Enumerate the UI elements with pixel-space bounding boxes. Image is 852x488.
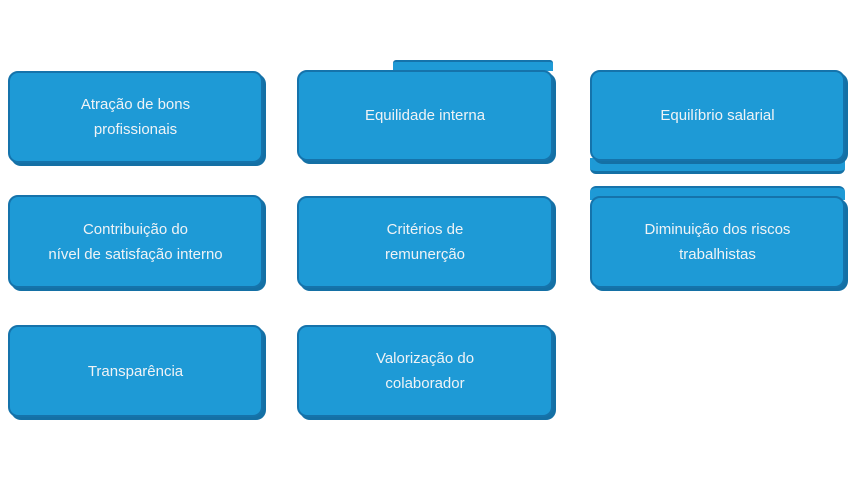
box-text: trabalhistas — [679, 246, 756, 263]
box-contribuicao-nivel-satisfacao: Contribuição do nível de satisfação inte… — [8, 195, 263, 288]
box-equilidade-interna: Equilidade interna — [297, 70, 553, 161]
offset-shape-artifact — [590, 158, 845, 174]
box-text: remunerção — [384, 246, 466, 263]
offset-shape-artifact — [393, 60, 553, 71]
box-text: Valorização do — [375, 350, 475, 367]
box-text: Critérios de — [386, 221, 464, 238]
box-text: colaborador — [385, 375, 465, 392]
box-text: Equilíbrio salarial — [660, 107, 775, 124]
box-atracao-de-bons-profissionais: Atração de bons profissionais — [8, 71, 263, 163]
box-diminuicao-riscos-trabalhistas: Diminuição dos riscos trabalhistas — [590, 196, 845, 288]
box-transparencia: Transparência — [8, 325, 263, 417]
box-text: Atração de bons — [80, 96, 191, 113]
box-text: Contribuição do — [82, 220, 189, 238]
box-text: Transparência — [87, 362, 184, 380]
box-text: nível de satisfação interno — [48, 245, 223, 263]
box-text: Diminuição dos riscos — [644, 221, 791, 238]
box-criterios-de-remunercao: Critérios de remunerção — [297, 196, 553, 288]
box-text: profissionais — [93, 121, 178, 138]
box-text: Equilidade interna — [364, 107, 486, 124]
box-equilibrio-salarial: Equilíbrio salarial — [590, 70, 845, 161]
box-valorizacao-do-colaborador: Valorização do colaborador — [297, 325, 553, 417]
